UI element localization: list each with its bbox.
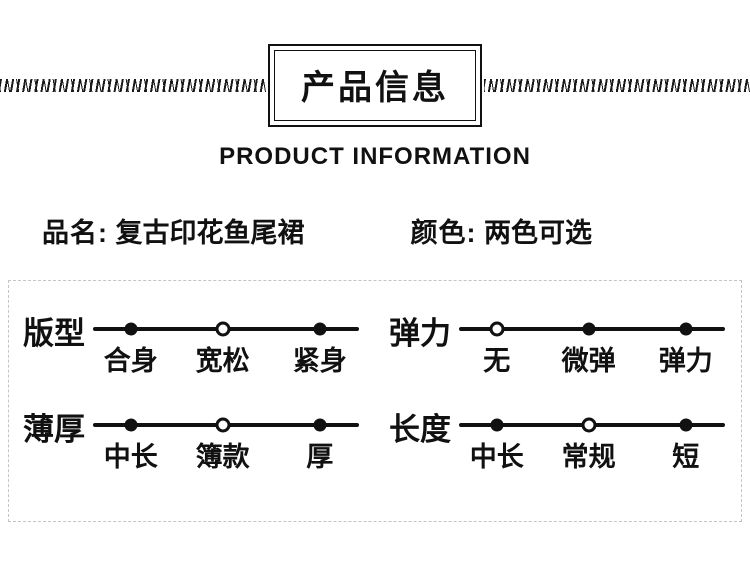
attr-option: 中长: [103, 442, 158, 472]
attr-option: 弹力: [658, 346, 713, 376]
attr-label-length: 长度: [389, 412, 451, 447]
attr-option: 合身: [103, 346, 158, 376]
product-color-label: 颜色:: [410, 218, 477, 248]
product-color-group: 颜色: 两色可选: [410, 211, 592, 250]
attr-option: 紧身: [292, 346, 347, 376]
attr-option: 中长: [469, 442, 524, 472]
scale-dot: [215, 417, 231, 433]
scale-dot: [679, 418, 693, 432]
hatch-stripe-right: [484, 79, 750, 92]
attr-scale-fit: 合身 宽松 紧身: [93, 317, 363, 379]
scale-dot: [313, 322, 327, 336]
product-name-label: 品名:: [42, 218, 108, 248]
title-box: 产品信息: [268, 44, 482, 127]
scale-dot: [581, 417, 597, 433]
attr-option: 簿款: [195, 442, 250, 472]
attr-option: 常规: [561, 442, 616, 472]
scale-dot: [215, 321, 231, 337]
attr-row-thickness: 薄厚 中长 簿款 厚: [23, 413, 363, 475]
attr-option: 宽松: [195, 346, 250, 376]
scale-dot: [679, 322, 693, 336]
page-title-en: PRODUCT INFORMATION: [219, 143, 531, 170]
header: 产品信息: [0, 44, 750, 127]
attr-row-fit: 版型 合身 宽松 紧身: [23, 317, 363, 379]
scale-dot: [313, 418, 327, 432]
attr-label-thickness: 薄厚: [23, 412, 85, 447]
scale-dot: [124, 418, 138, 432]
attr-option: 无: [483, 346, 511, 376]
scale-dot: [490, 418, 504, 432]
product-color-value: 两色可选: [484, 218, 592, 248]
hatch-stripe-left: [0, 79, 266, 92]
attr-label-fit: 版型: [23, 316, 85, 351]
attr-option: 微弹: [561, 346, 616, 376]
attributes-panel: 版型 合身 宽松 紧身 弹力 无 微弹 弹力 薄厚 中: [8, 280, 742, 522]
attr-label-elasticity: 弹力: [389, 316, 451, 351]
attr-scale-length: 中长 常规 短: [459, 413, 729, 475]
scale-dot: [489, 321, 505, 337]
product-name-group: 品名: 复古印花鱼尾裙: [42, 211, 305, 250]
product-name-value: 复古印花鱼尾裙: [115, 218, 305, 248]
page-title-cn: 产品信息: [274, 50, 476, 121]
scale-dot: [124, 322, 138, 336]
attr-option: 厚: [306, 442, 334, 472]
attr-row-length: 长度 中长 常规 短: [389, 413, 729, 475]
product-meta: 品名: 复古印花鱼尾裙 颜色: 两色可选: [0, 211, 750, 250]
attr-option: 短: [672, 442, 700, 472]
attr-scale-elasticity: 无 微弹 弹力: [459, 317, 729, 379]
scale-dot: [582, 322, 596, 336]
attr-scale-thickness: 中长 簿款 厚: [93, 413, 363, 475]
attr-row-elasticity: 弹力 无 微弹 弹力: [389, 317, 729, 379]
